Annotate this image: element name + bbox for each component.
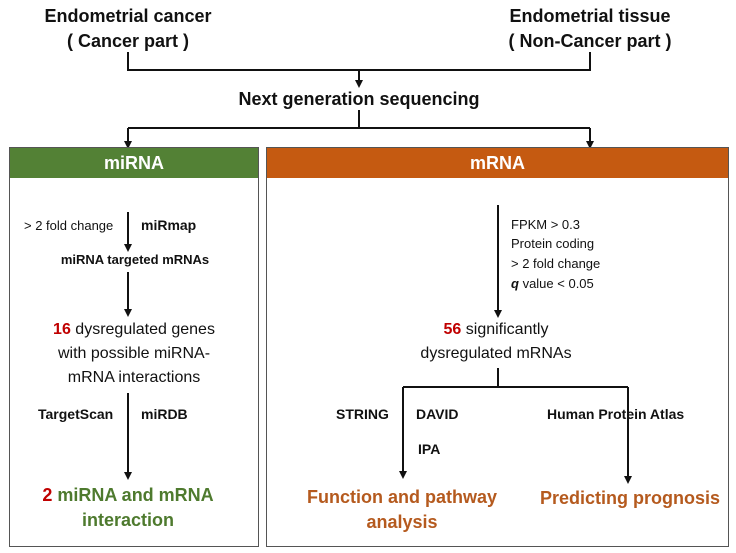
mirna-genes-line3: mRNA interactions [67,369,201,386]
mirna-targeted-mrnas: miRNA targeted mRNAs [60,252,210,267]
cancer-subtitle: ( Cancer part ) [66,31,190,51]
string-tool: STRING [336,406,389,422]
function-line1: Function and pathway [306,487,498,507]
tissue-subtitle: ( Non-Cancer part ) [508,31,672,51]
mirna-result-count: 2 [42,485,53,505]
mirna-panel: miRNA [9,147,259,547]
mrna-sig-line2: dysregulated mRNAs [420,345,572,362]
function-line2: analysis [366,512,438,532]
mirdb-tool: miRDB [141,406,188,422]
david-tool: DAVID [416,406,459,422]
cancer-title: Endometrial cancer [44,6,212,26]
ipa-tool: IPA [418,441,441,457]
mrna-criterion-qvalue: q value < 0.05 [511,276,594,291]
prognosis-label: Predicting prognosis [539,488,721,508]
mrna-header: mRNA [267,148,728,178]
sequencing-label: Next generation sequencing [238,89,480,109]
mirna-header: miRNA [10,148,258,178]
mrna-panel: mRNA [266,147,729,547]
mrna-criterion-fold: > 2 fold change [511,256,601,271]
hpa-tool: Human Protein Atlas [547,406,685,422]
mirmap-tool: miRmap [141,217,197,233]
mirna-result-line1: 2 miRNA and mRNA [42,485,214,505]
targetscan-tool: TargetScan [38,406,114,422]
mrna-criterion-fpkm: FPKM > 0.3 [511,217,580,232]
connector-top-merge [127,52,591,71]
mirna-genes-line2: with possible miRNA- [57,345,211,362]
mirna-fold-change: > 2 fold change [24,218,114,233]
mrna-criterion-protein: Protein coding [511,236,595,251]
mrna-sig-line1: 56 significantly [443,321,549,338]
mirna-result-line2: interaction [81,510,175,530]
mrna-count: 56 [443,321,462,338]
tissue-title: Endometrial tissue [509,6,671,26]
mirna-gene-count: 16 [53,321,71,338]
mirna-genes-line1: 16 dysregulated genes [53,321,215,338]
